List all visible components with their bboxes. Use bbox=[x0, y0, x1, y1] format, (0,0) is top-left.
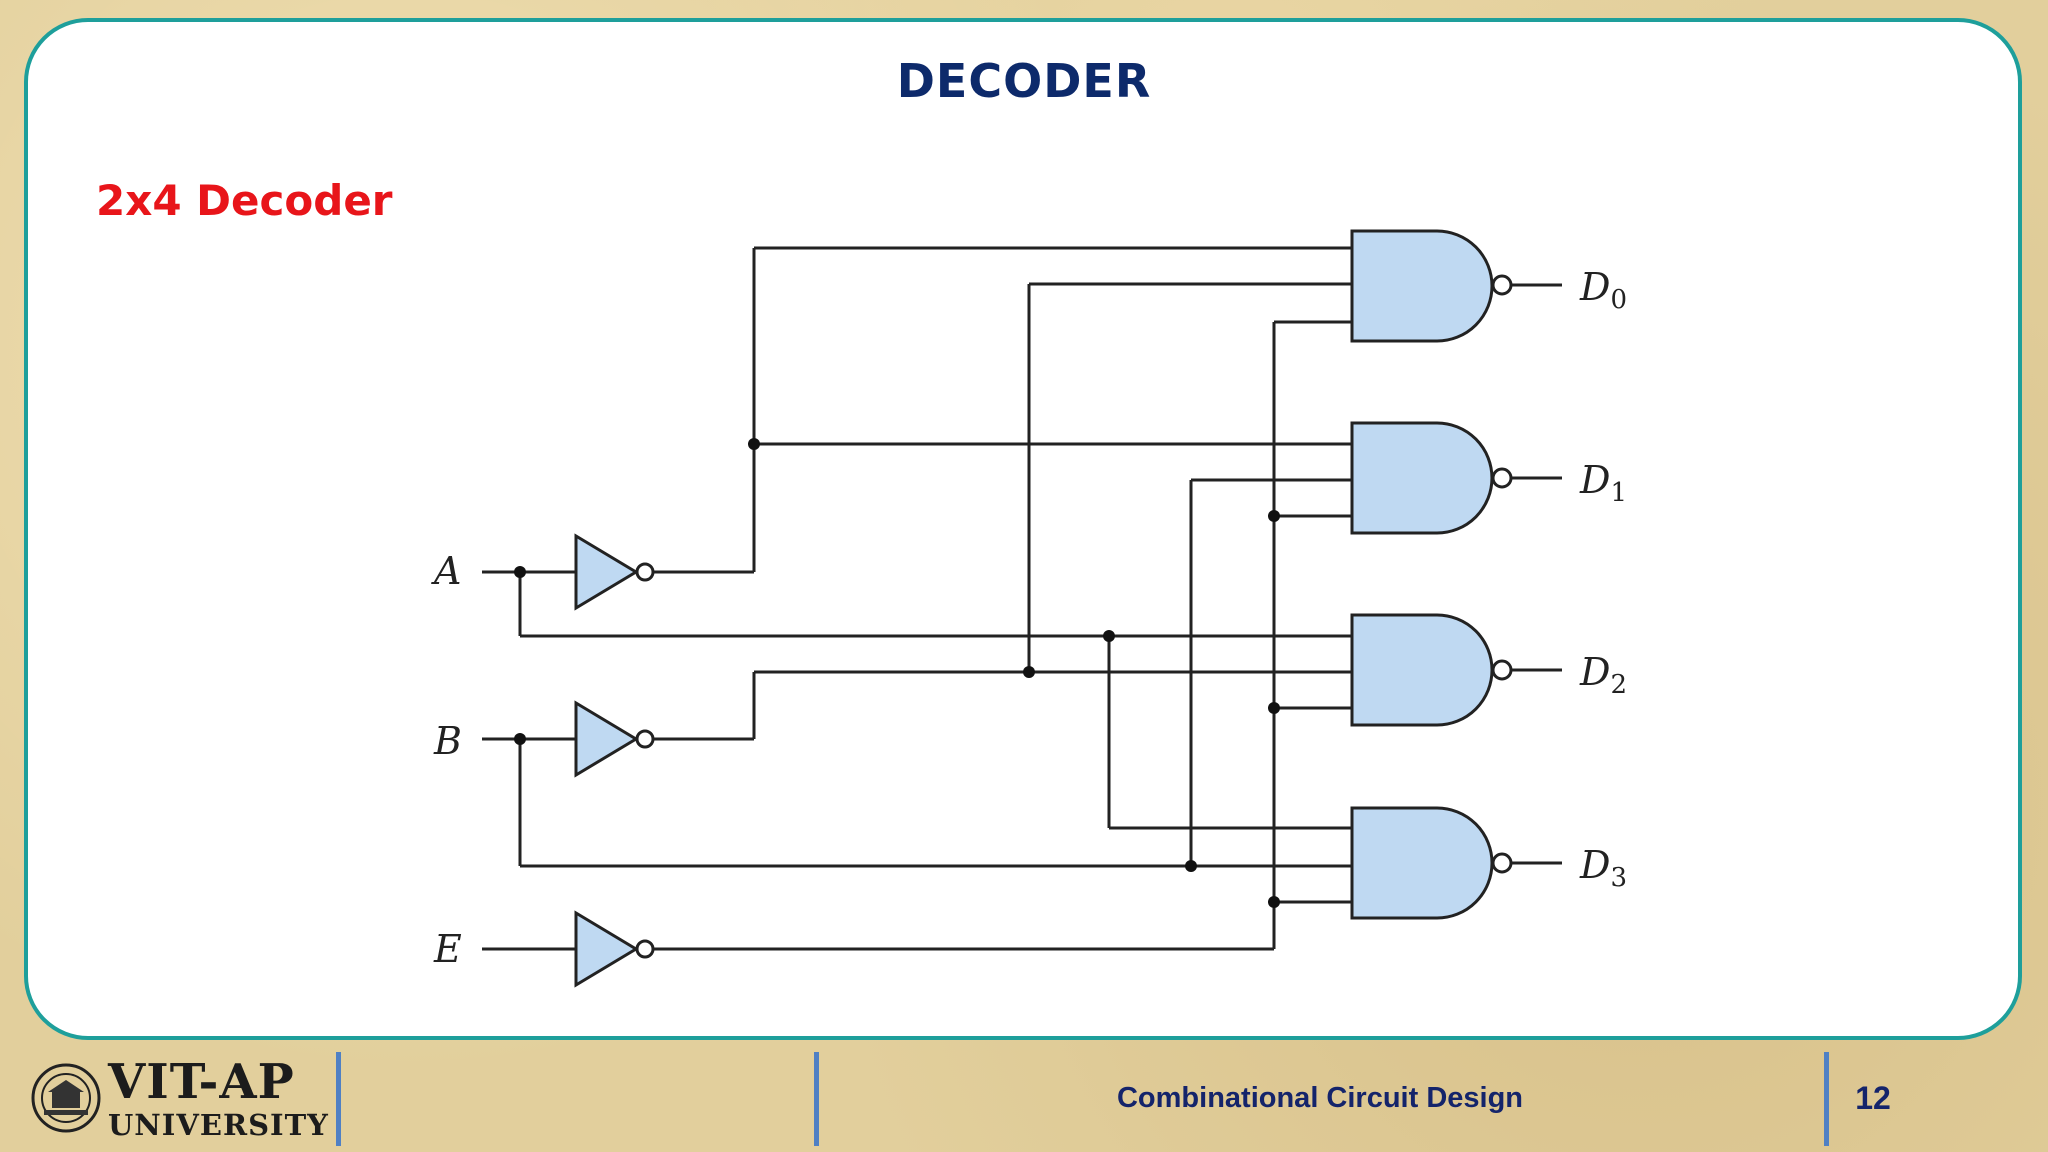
input-label-a: A bbox=[431, 549, 461, 593]
slide-panel bbox=[24, 18, 2022, 1040]
output-label-d2: D2 bbox=[1579, 650, 1627, 700]
inverter-a bbox=[574, 533, 655, 611]
inverter-e bbox=[574, 910, 655, 988]
logo-text-vit-ap: VIT-AP bbox=[108, 1054, 295, 1110]
input-label-b: B bbox=[433, 719, 462, 763]
subtitle: 2x4 Decoder bbox=[96, 176, 393, 225]
footer-divider bbox=[336, 1052, 341, 1146]
output-label-d3: D3 bbox=[1579, 843, 1627, 893]
footer-divider bbox=[1824, 1052, 1829, 1146]
logo-text-university: UNIVERSITY bbox=[108, 1108, 329, 1142]
page-number: 12 bbox=[1855, 1080, 1891, 1116]
page-title: DECODER bbox=[896, 54, 1152, 108]
wires bbox=[482, 246, 1562, 951]
inverter-b bbox=[574, 700, 655, 778]
nand-gate-d2 bbox=[1350, 613, 1513, 727]
nand-gate-d0 bbox=[1350, 229, 1513, 343]
footer-topic: Combinational Circuit Design bbox=[1116, 1082, 1524, 1114]
nand-gate-d3 bbox=[1350, 806, 1513, 920]
junction-dots bbox=[514, 438, 1280, 908]
nand-gate-d1 bbox=[1350, 421, 1513, 535]
output-label-d1: D1 bbox=[1579, 458, 1627, 508]
input-label-e: E bbox=[433, 927, 462, 971]
output-label-d0: D0 bbox=[1579, 265, 1627, 315]
university-seal-icon bbox=[31, 1063, 101, 1133]
footer-divider bbox=[814, 1052, 819, 1146]
